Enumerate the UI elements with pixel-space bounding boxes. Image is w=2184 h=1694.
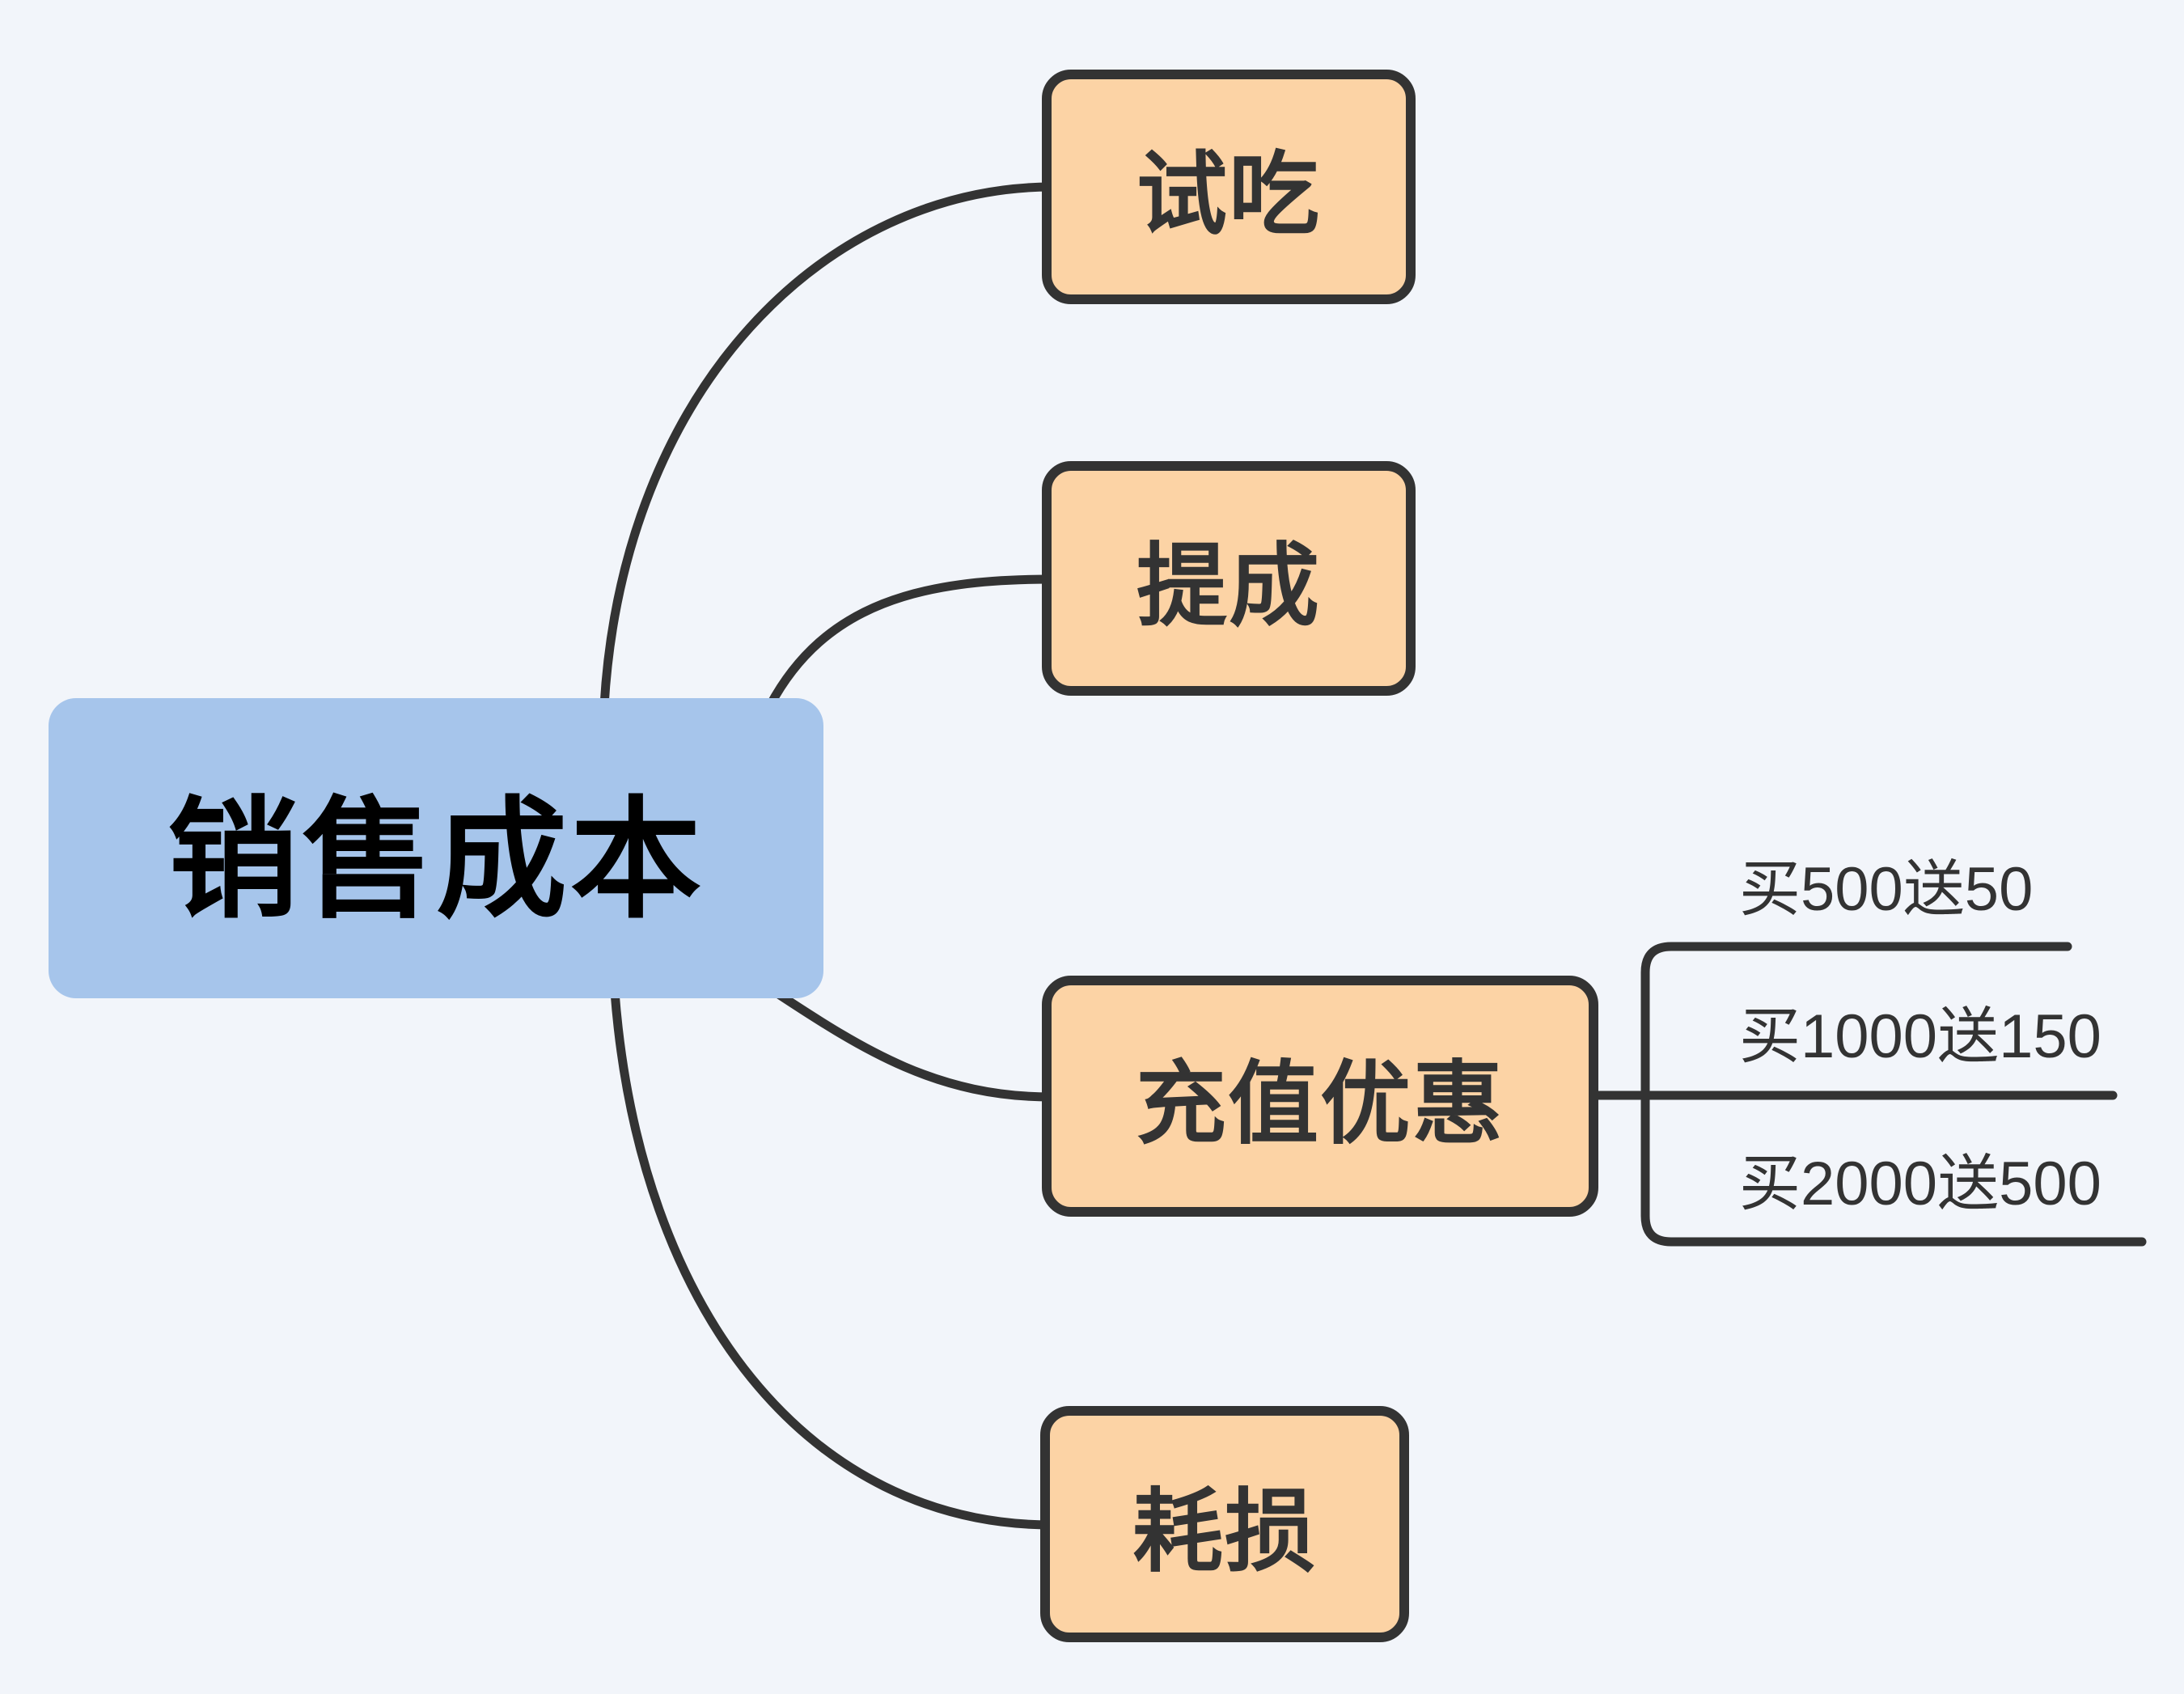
node-commission[interactable]: 提成 [1042,461,1416,696]
node-recharge-discount[interactable]: 充值优惠 [1042,976,1598,1217]
sub-item-buy500-get50[interactable]: 买500送50 [1739,856,2033,924]
node-root-sales-cost[interactable]: 销售成本 [49,698,823,998]
connector-root-to-wastage [610,987,1056,1530]
node-wastage[interactable]: 耗损 [1040,1406,1409,1642]
node-recharge-discount-label: 充值优惠 [1136,1053,1505,1154]
connector-root-to-recharge [770,987,1056,1102]
node-root-label: 销售成本 [167,787,705,934]
node-taste-label: 试吃 [1136,144,1321,245]
sub-item-buy1000-get150[interactable]: 买1000送150 [1739,1003,2101,1071]
sub-item-buy2000-get500[interactable]: 买2000送500 [1739,1150,2101,1218]
connector-root-to-taste [599,182,1056,710]
node-taste[interactable]: 试吃 [1042,70,1416,304]
node-wastage-label: 耗损 [1132,1481,1317,1582]
node-commission-label: 提成 [1136,536,1321,637]
connector-recharge-tier-bracket [1640,942,2147,1247]
sub-item-buy500-get50-label: 买500送50 [1739,855,2034,924]
sub-item-buy2000-get500-label: 买2000送500 [1739,1150,2101,1218]
connector-root-to-commission [765,574,1056,710]
sub-item-buy1000-get150-label: 买1000送150 [1739,1002,2101,1071]
